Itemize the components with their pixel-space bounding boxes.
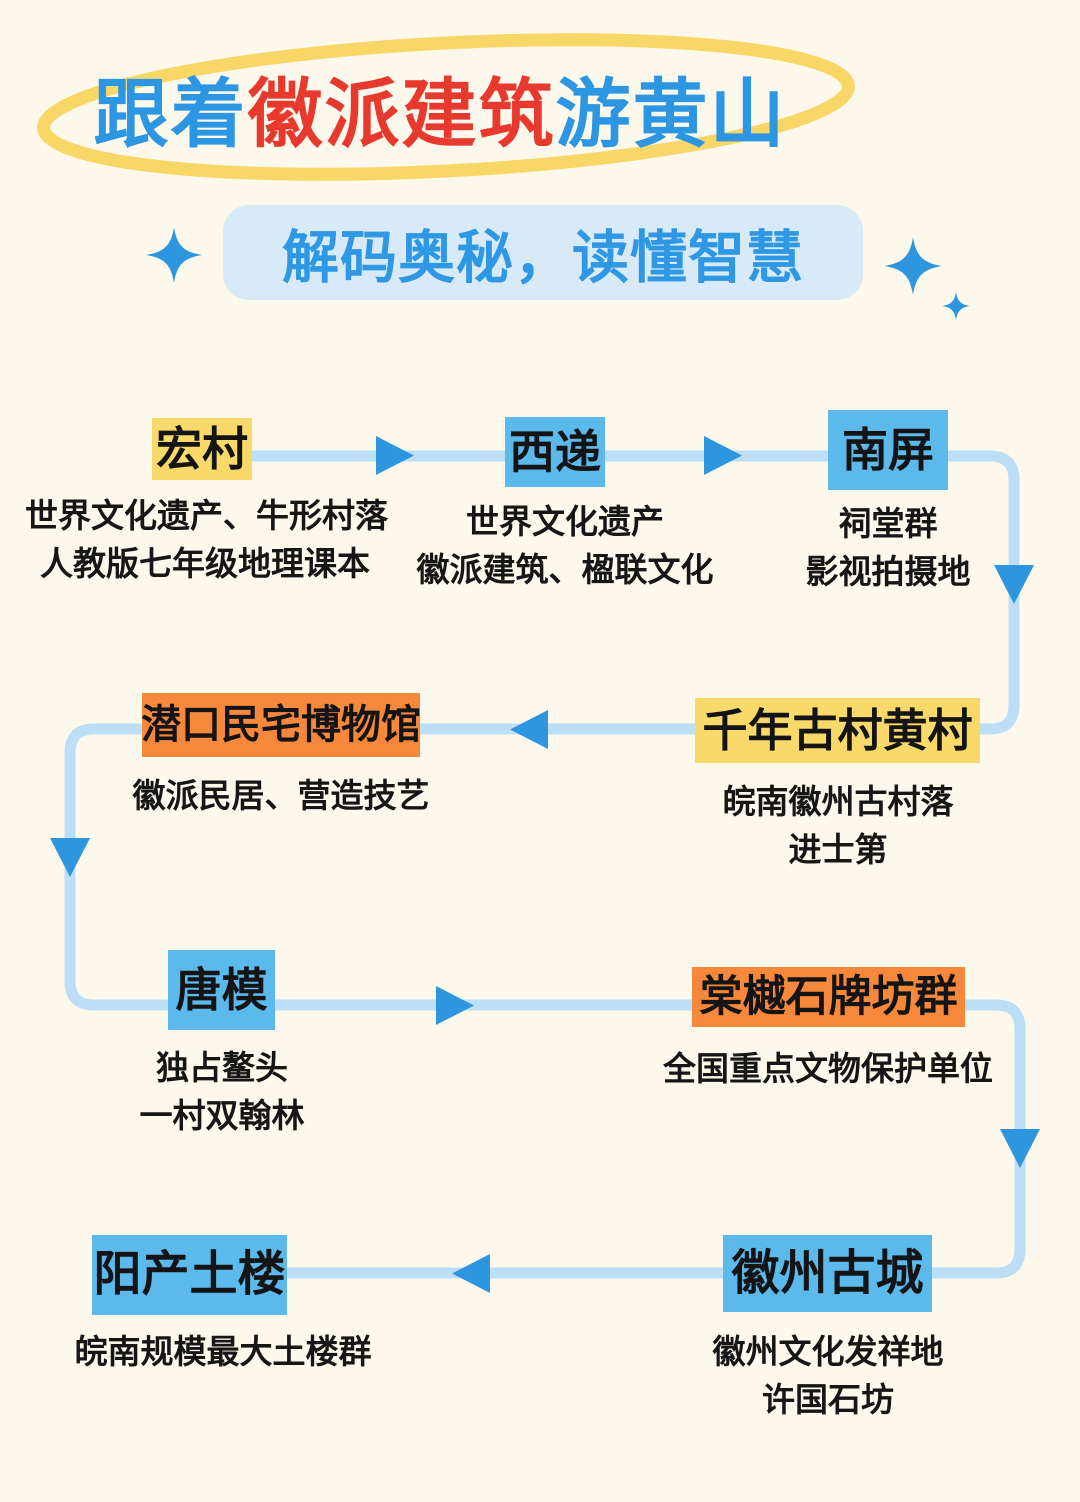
arrow-right-icon <box>436 986 474 1025</box>
node-label: 徽州古城 <box>731 1246 924 1300</box>
desc-yangchan-tulou: 皖南规模最大土楼群 <box>43 1328 403 1376</box>
node-tangyue-archways: 棠樾石牌坊群 <box>692 967 965 1027</box>
node-label: 千年古村黄村 <box>702 705 973 756</box>
desc-line: 徽州文化发祥地 <box>712 1333 944 1370</box>
desc-line: 徽派建筑、楹联文化 <box>416 551 714 588</box>
desc-huizhou-ancient-city: 徽州文化发祥地 许国石坊 <box>648 1328 1008 1424</box>
subtitle-text: 解码奥秘，读懂智慧 <box>282 225 804 290</box>
sparkle-icon <box>146 227 202 283</box>
title-ellipse <box>37 33 855 181</box>
arrow-down-icon <box>994 565 1034 604</box>
desc-line: 独占鳌头 <box>156 1049 288 1086</box>
node-yangchan-tulou: 阳产土楼 <box>92 1235 287 1315</box>
desc-qiankou-museum: 徽派民居、营造技艺 <box>101 772 461 820</box>
arrow-left-icon <box>510 710 548 749</box>
title-part-blue: 跟着 <box>93 71 248 156</box>
sparkle-icon <box>942 292 970 320</box>
node-label: 唐模 <box>175 964 268 1016</box>
node-label: 阳产土楼 <box>93 1248 286 1301</box>
desc-line: 全国重点文物保护单位 <box>663 1050 993 1087</box>
desc-qiannian-gucun-huangcun: 皖南徽州古村落 进士第 <box>668 778 1008 874</box>
desc-tangmo: 独占鳌头 一村双翰林 <box>72 1044 372 1140</box>
desc-line: 徽派民居、营造技艺 <box>132 777 430 814</box>
desc-xidi: 世界文化遗产 徽派建筑、楹联文化 <box>385 498 745 594</box>
desc-line: 世界文化遗产 <box>466 503 664 540</box>
node-tangmo: 唐模 <box>168 950 275 1030</box>
desc-line: 一村双翰林 <box>139 1097 305 1134</box>
node-label: 宏村 <box>156 423 248 475</box>
page-title: 跟着徽派建筑游黄山 <box>60 52 820 162</box>
arrow-right-icon <box>376 436 414 475</box>
node-label: 潜口民宅博物馆 <box>141 703 421 747</box>
desc-line: 人教版七年级地理课本 <box>40 545 370 582</box>
desc-hongcun: 世界文化遗产、牛形村落 人教版七年级地理课本 <box>25 492 388 588</box>
desc-line: 许国石坊 <box>762 1381 894 1418</box>
desc-line: 皖南徽州古村落 <box>722 783 954 820</box>
desc-line: 皖南规模最大土楼群 <box>74 1333 372 1370</box>
arrow-down-icon <box>1000 1129 1040 1168</box>
title-part-blue: 游黄山 <box>555 71 787 156</box>
node-nanping: 南屏 <box>828 410 948 490</box>
desc-line: 世界文化遗产、牛形村落 <box>25 497 388 534</box>
desc-tangyue-archways: 全国重点文物保护单位 <box>648 1045 1008 1093</box>
node-hongcun: 宏村 <box>152 418 252 480</box>
desc-nanping: 祠堂群 影视拍摄地 <box>758 500 1018 596</box>
desc-line: 影视拍摄地 <box>805 553 971 590</box>
node-huizhou-ancient-city: 徽州古城 <box>723 1235 932 1312</box>
arrow-down-icon <box>50 838 90 877</box>
page-subtitle: 解码奥秘，读懂智慧 <box>223 205 863 300</box>
node-label: 棠樾石牌坊群 <box>699 972 958 1021</box>
sparkle-icon <box>884 237 942 295</box>
node-label: 西递 <box>509 426 601 478</box>
arrow-left-icon <box>452 1254 490 1293</box>
node-xidi: 西递 <box>505 417 605 487</box>
arrow-right-icon <box>704 436 742 475</box>
title-part-red: 徽派建筑 <box>247 71 556 156</box>
node-qiannian-gucun-huangcun: 千年古村黄村 <box>695 698 980 763</box>
node-qiankou-museum: 潜口民宅博物馆 <box>141 693 421 757</box>
node-label: 南屏 <box>842 424 934 476</box>
desc-line: 进士第 <box>788 831 888 868</box>
desc-line: 祠堂群 <box>838 505 938 542</box>
